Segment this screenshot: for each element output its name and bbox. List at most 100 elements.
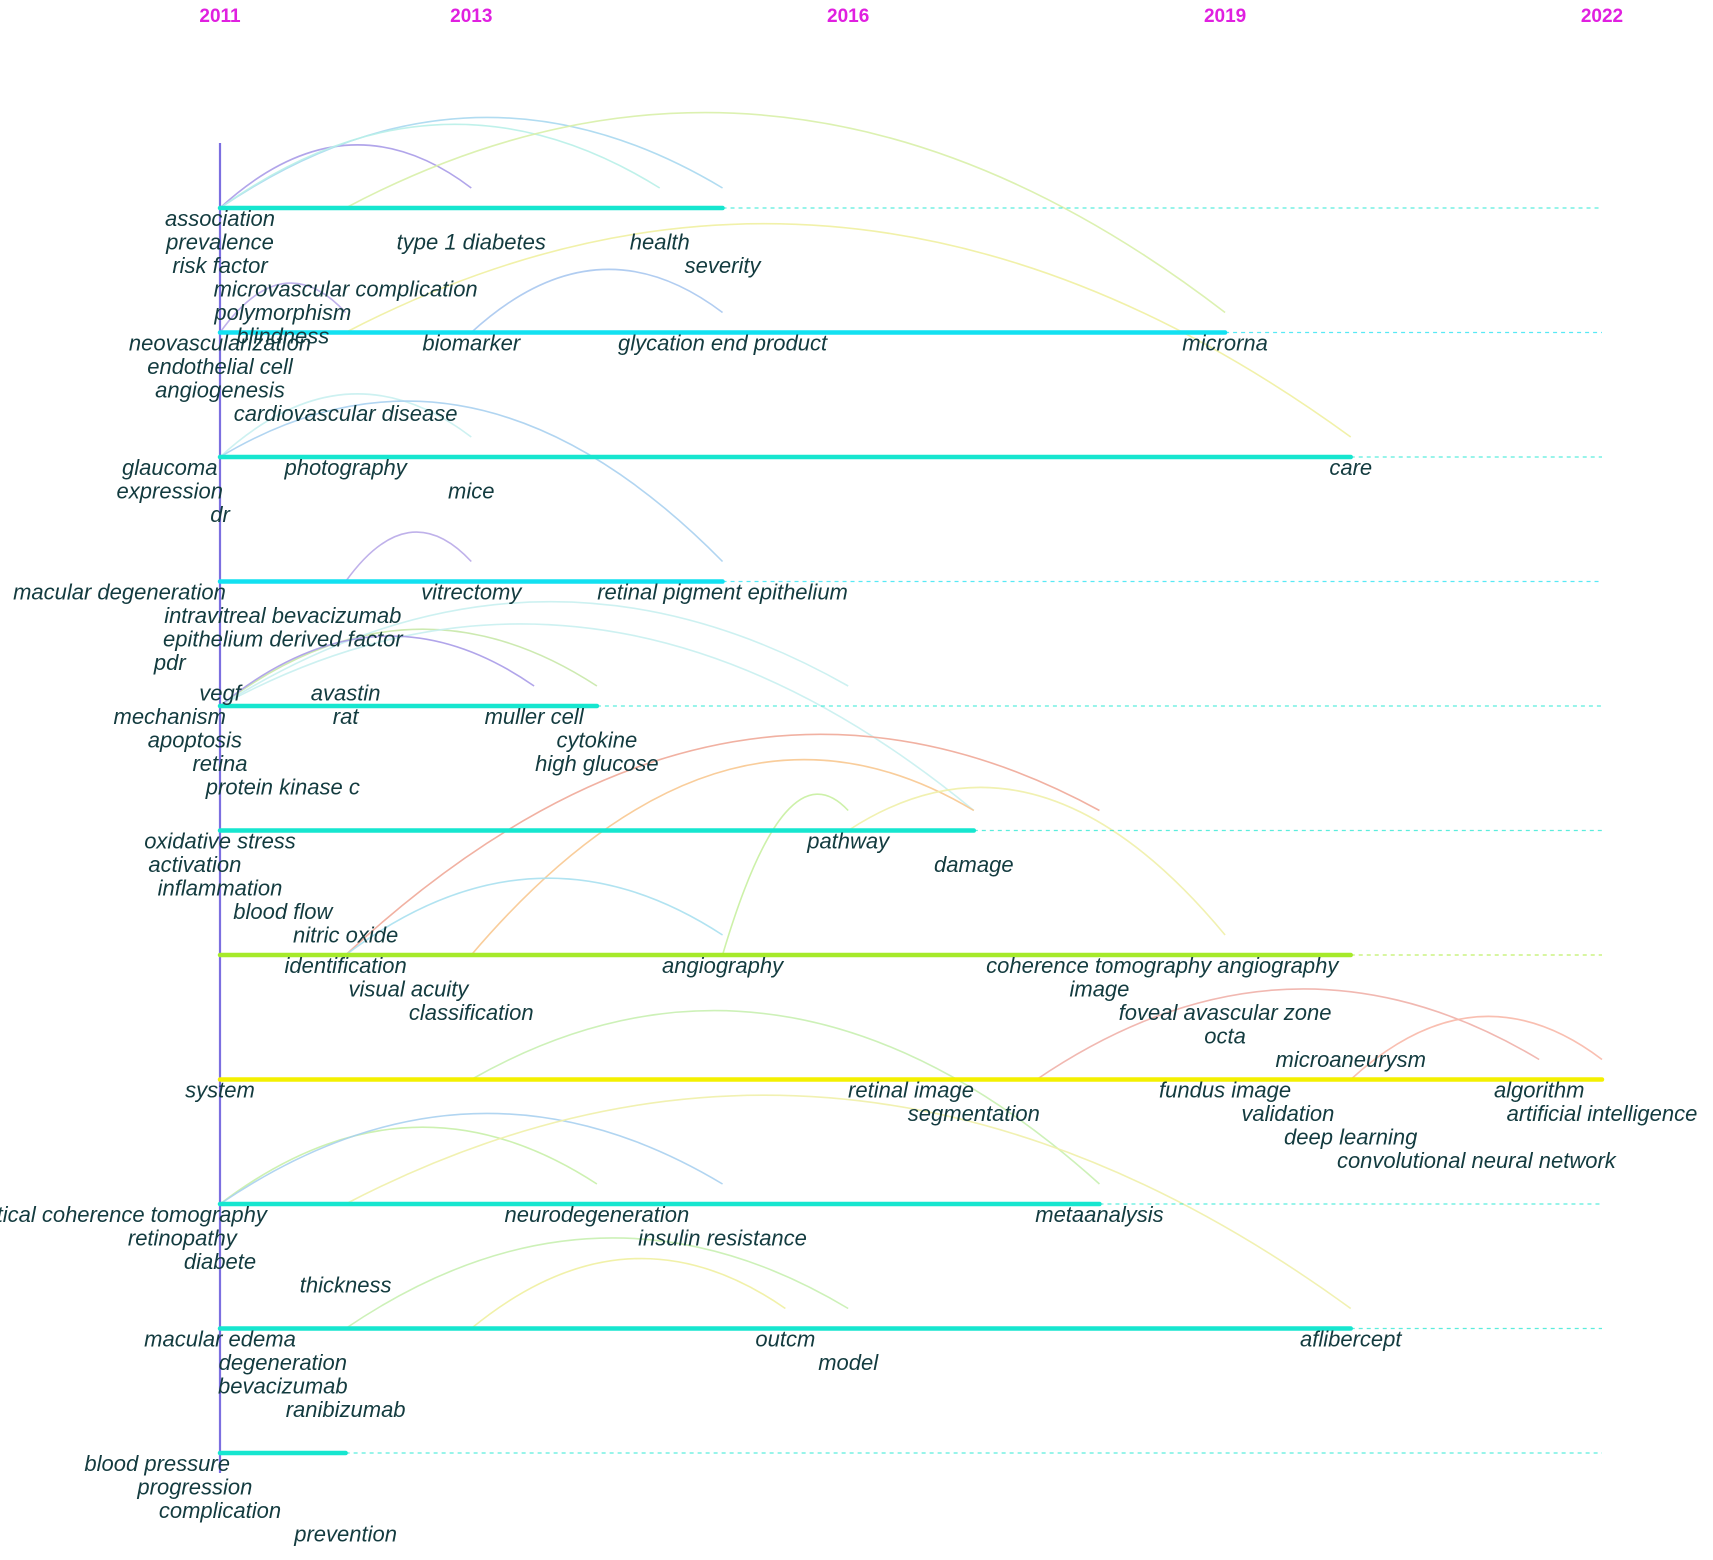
keyword-label: biomarker — [422, 331, 521, 356]
citation-link — [219, 393, 472, 458]
year-tick-label: 2011 — [199, 6, 241, 27]
keyword-label: system — [185, 1078, 255, 1103]
keyword-label: mechanism — [114, 704, 226, 729]
citation-link — [219, 282, 347, 333]
citation-link — [219, 1112, 723, 1205]
keyword-label: endothelial cell — [147, 354, 294, 379]
citation-link — [470, 758, 975, 956]
keyword-label: coherence tomography angiography — [986, 953, 1340, 978]
citation-link — [1036, 988, 1540, 1081]
keyword-label: epithelium derived factor — [163, 627, 404, 652]
keyword-label: algorithm — [1494, 1078, 1584, 1103]
keyword-label: blindness — [236, 324, 329, 349]
keyword-label: activation — [148, 852, 241, 877]
keyword-label: pathway — [806, 829, 891, 854]
citation-link — [219, 600, 849, 707]
keyword-label: glaucoma — [122, 455, 217, 480]
keyword-label: insulin resistance — [638, 1226, 807, 1251]
citation-link — [219, 400, 724, 563]
keyword-label: blood flow — [233, 899, 334, 924]
keyword-label: image — [1069, 977, 1129, 1002]
keyword-label: damage — [934, 852, 1014, 877]
keyword-label: expression — [117, 479, 223, 504]
keyword-label: neovascularization — [129, 331, 311, 356]
citation-link — [847, 786, 1226, 936]
citation-link — [219, 123, 661, 209]
year-tick-label: 2016 — [827, 6, 869, 27]
year-tick-label: 2019 — [1204, 6, 1246, 27]
keyword-label: intravitreal bevacizumab — [164, 603, 401, 628]
keyword-label: glycation end product — [618, 331, 828, 356]
keyword-label: aflibercept — [1300, 1327, 1402, 1352]
keyword-label: complication — [159, 1498, 281, 1523]
keyword-label: visual acuity — [349, 977, 471, 1002]
keyword-label: inflammation — [158, 876, 283, 901]
keyword-label: neurodegeneration — [505, 1202, 690, 1227]
keyword-label: high glucose — [535, 751, 659, 776]
keyword-label: convolutional neural network — [1337, 1148, 1617, 1173]
keyword-label: muller cell — [485, 704, 585, 729]
keyword-label: angiogenesis — [155, 378, 285, 403]
keyword-label: oxidative stress — [144, 829, 296, 854]
keyword-label: retinopathy — [128, 1226, 239, 1251]
keyword-label: optical coherence tomography — [0, 1202, 269, 1227]
keyword-label: degeneration — [219, 1350, 347, 1375]
keyword-label: risk factor — [172, 253, 269, 278]
citation-link — [219, 1126, 598, 1205]
keyword-label: mice — [448, 479, 494, 504]
keyword-label: ranibizumab — [286, 1397, 406, 1422]
citation-link — [345, 877, 723, 956]
keyword-label: segmentation — [908, 1101, 1040, 1126]
citation-link — [470, 1009, 1100, 1185]
citation-link — [345, 1094, 1352, 1310]
keyword-label: bevacizumab — [218, 1374, 348, 1399]
keyword-label: polymorphism — [213, 300, 351, 325]
keyword-label: apoptosis — [148, 728, 242, 753]
keyword-label: cardiovascular disease — [234, 401, 458, 426]
citation-link — [219, 144, 472, 209]
keyword-label: microaneurysm — [1276, 1047, 1426, 1072]
keyword-label: retina — [192, 751, 247, 776]
keyword-label: rat — [333, 704, 360, 729]
keyword-label: vitrectomy — [421, 580, 523, 605]
citation-link — [345, 733, 1100, 956]
citation-link — [345, 111, 1226, 314]
citation-link — [344, 531, 472, 582]
keyword-label: microvascular complication — [214, 277, 478, 302]
cluster-lanes — [217, 205, 1605, 1456]
keyword-label: validation — [1241, 1101, 1334, 1126]
keyword-label: microrna — [1182, 331, 1268, 356]
keyword-label: nitric oxide — [293, 923, 398, 948]
keyword-label: vegf — [199, 681, 243, 706]
keyword-label: metaanalysis — [1035, 1202, 1163, 1227]
keyword-label: thickness — [300, 1273, 392, 1298]
year-tick-label: 2013 — [450, 6, 492, 27]
citation-link — [1350, 1015, 1603, 1081]
keyword-label: retinal pigment epithelium — [597, 580, 848, 605]
citation-link — [219, 628, 598, 707]
citation-link — [470, 1257, 786, 1330]
keyword-label: octa — [1204, 1024, 1246, 1049]
citation-link — [470, 268, 724, 334]
keyword-label: photography — [283, 455, 408, 480]
keyword-label: retinal image — [848, 1078, 974, 1103]
citation-link — [219, 116, 723, 209]
keyword-label: macular edema — [144, 1327, 296, 1352]
keyword-label: dr — [210, 502, 231, 527]
year-tick-label: 2022 — [1581, 6, 1623, 27]
keyword-label: health — [630, 230, 690, 255]
keyword-label: prevalence — [165, 230, 274, 255]
keyword-label: association — [165, 206, 275, 231]
citation-link — [219, 623, 975, 812]
keyword-label: identification — [284, 953, 406, 978]
keyword-label: angiography — [662, 953, 785, 978]
citation-link — [345, 222, 1352, 438]
keyword-label: severity — [685, 253, 763, 278]
keyword-label: blood pressure — [84, 1451, 230, 1476]
keyword-label: prevention — [293, 1522, 397, 1547]
keyword-label: classification — [409, 1000, 534, 1025]
citation-link — [219, 635, 535, 707]
keyword-label: model — [818, 1350, 879, 1375]
